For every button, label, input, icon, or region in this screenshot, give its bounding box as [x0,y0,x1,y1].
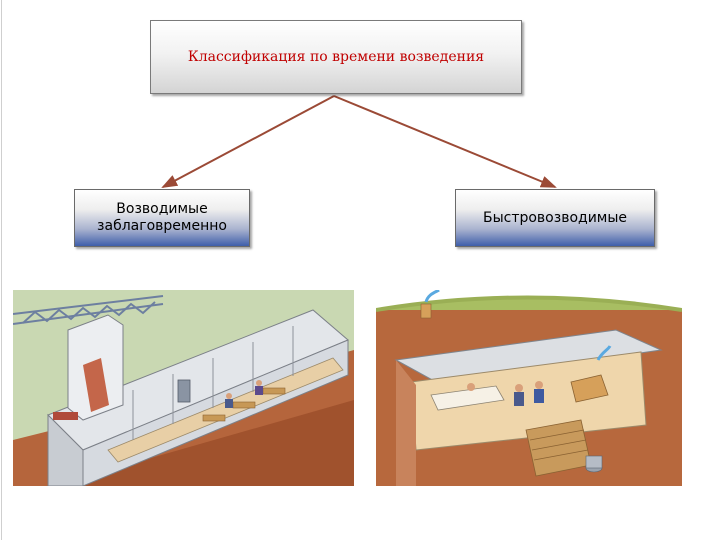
root-label: Классификация по времени возведения [187,49,485,65]
connector-left [161,95,335,188]
slide-border [1,0,2,540]
child-label-quickbuild: Быстровозводимые [482,209,628,226]
root-node: Классификация по времени возведения [150,20,522,94]
child-label-prebuilt-line1: Возводимые [116,201,208,217]
child-label-prebuilt-line2: заблаговременно [97,218,227,234]
child-label-prebuilt: Возводимые заблаговременно [97,201,227,235]
shelter-illustration-permanent [13,290,354,486]
child-node-quickbuild: Быстровозводимые [455,189,655,247]
shelter-illustration-quickbuild [376,290,682,486]
child-node-prebuilt: Возводимые заблаговременно [74,189,250,247]
connector-right [333,95,557,188]
